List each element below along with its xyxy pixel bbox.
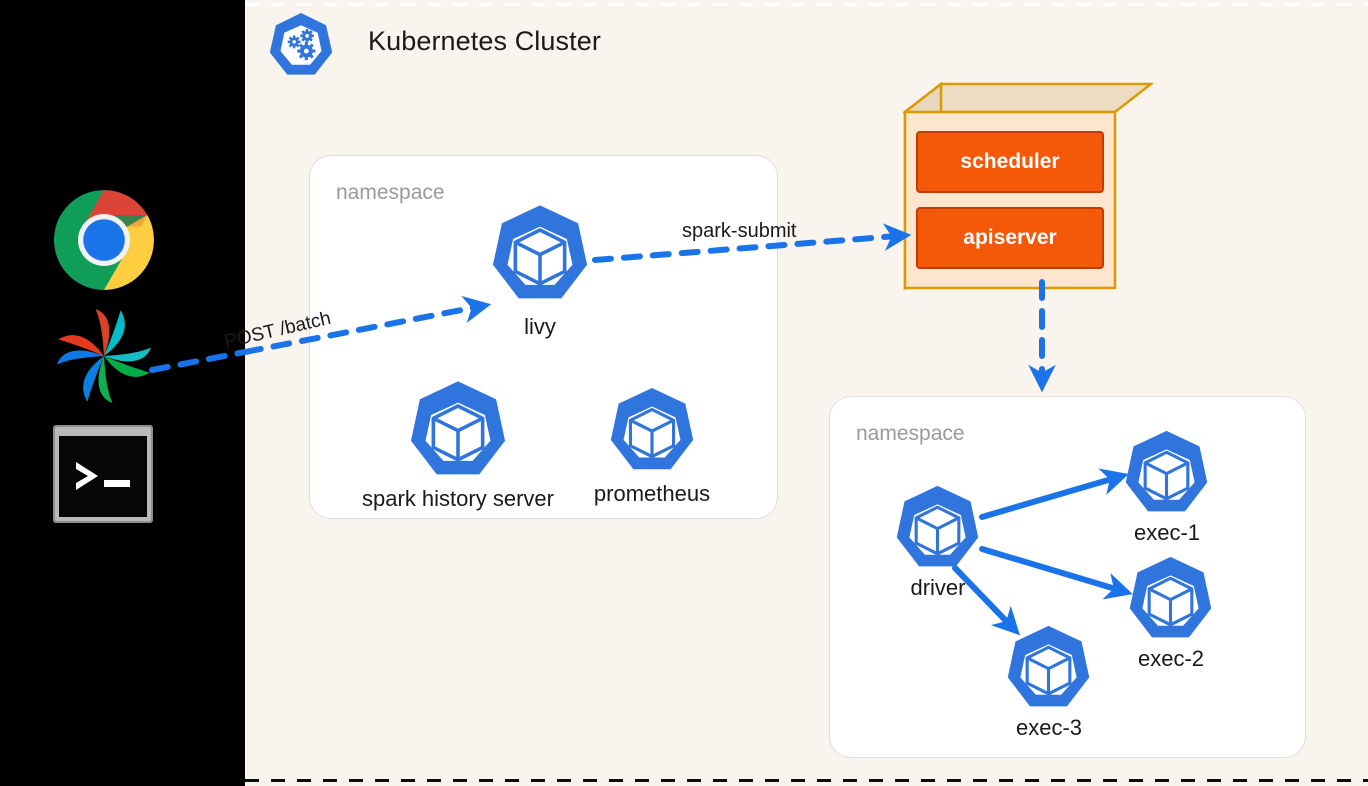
control-plane-components: scheduler apiserver	[905, 112, 1115, 288]
pod-label: exec-2	[1137, 646, 1205, 671]
pod-label: prometheus	[593, 481, 711, 506]
airflow-icon[interactable]	[52, 304, 156, 408]
pod-icon	[896, 485, 979, 567]
pod-icon	[410, 381, 506, 475]
control-plane-box: scheduler apiserver	[903, 82, 1153, 294]
namespace-label: namespace	[856, 422, 965, 445]
application-dock	[0, 0, 245, 786]
control-plane-component-scheduler[interactable]: scheduler	[916, 131, 1104, 193]
pod-icon	[610, 387, 694, 470]
post-batch-edge-dock-segment	[149, 349, 245, 373]
kubernetes-logo	[263, 10, 339, 86]
pod-icon	[1125, 430, 1208, 512]
edge-label-spark-submit: spark-submit	[682, 220, 797, 242]
pod-icon	[1007, 625, 1090, 707]
pod-label: exec-3	[1015, 715, 1083, 740]
namespace-label: namespace	[336, 181, 445, 204]
pod-label: driver	[910, 575, 966, 600]
selection-marquee-bottom	[245, 779, 1368, 782]
terminal-icon[interactable]	[52, 424, 154, 524]
pod-label: exec-1	[1133, 520, 1201, 545]
selection-marquee-top	[245, 3, 1368, 6]
pod-label: spark history server	[362, 486, 554, 511]
pod-icon	[492, 205, 588, 299]
chrome-icon[interactable]	[52, 188, 156, 292]
pod-icon	[1129, 556, 1212, 638]
cluster-canvas: Kubernetes Cluster namespace namespace s…	[223, 0, 1368, 786]
page-title: Kubernetes Cluster	[368, 26, 601, 56]
control-plane-component-apiserver[interactable]: apiserver	[916, 207, 1104, 269]
pod-label: livy	[524, 314, 556, 339]
